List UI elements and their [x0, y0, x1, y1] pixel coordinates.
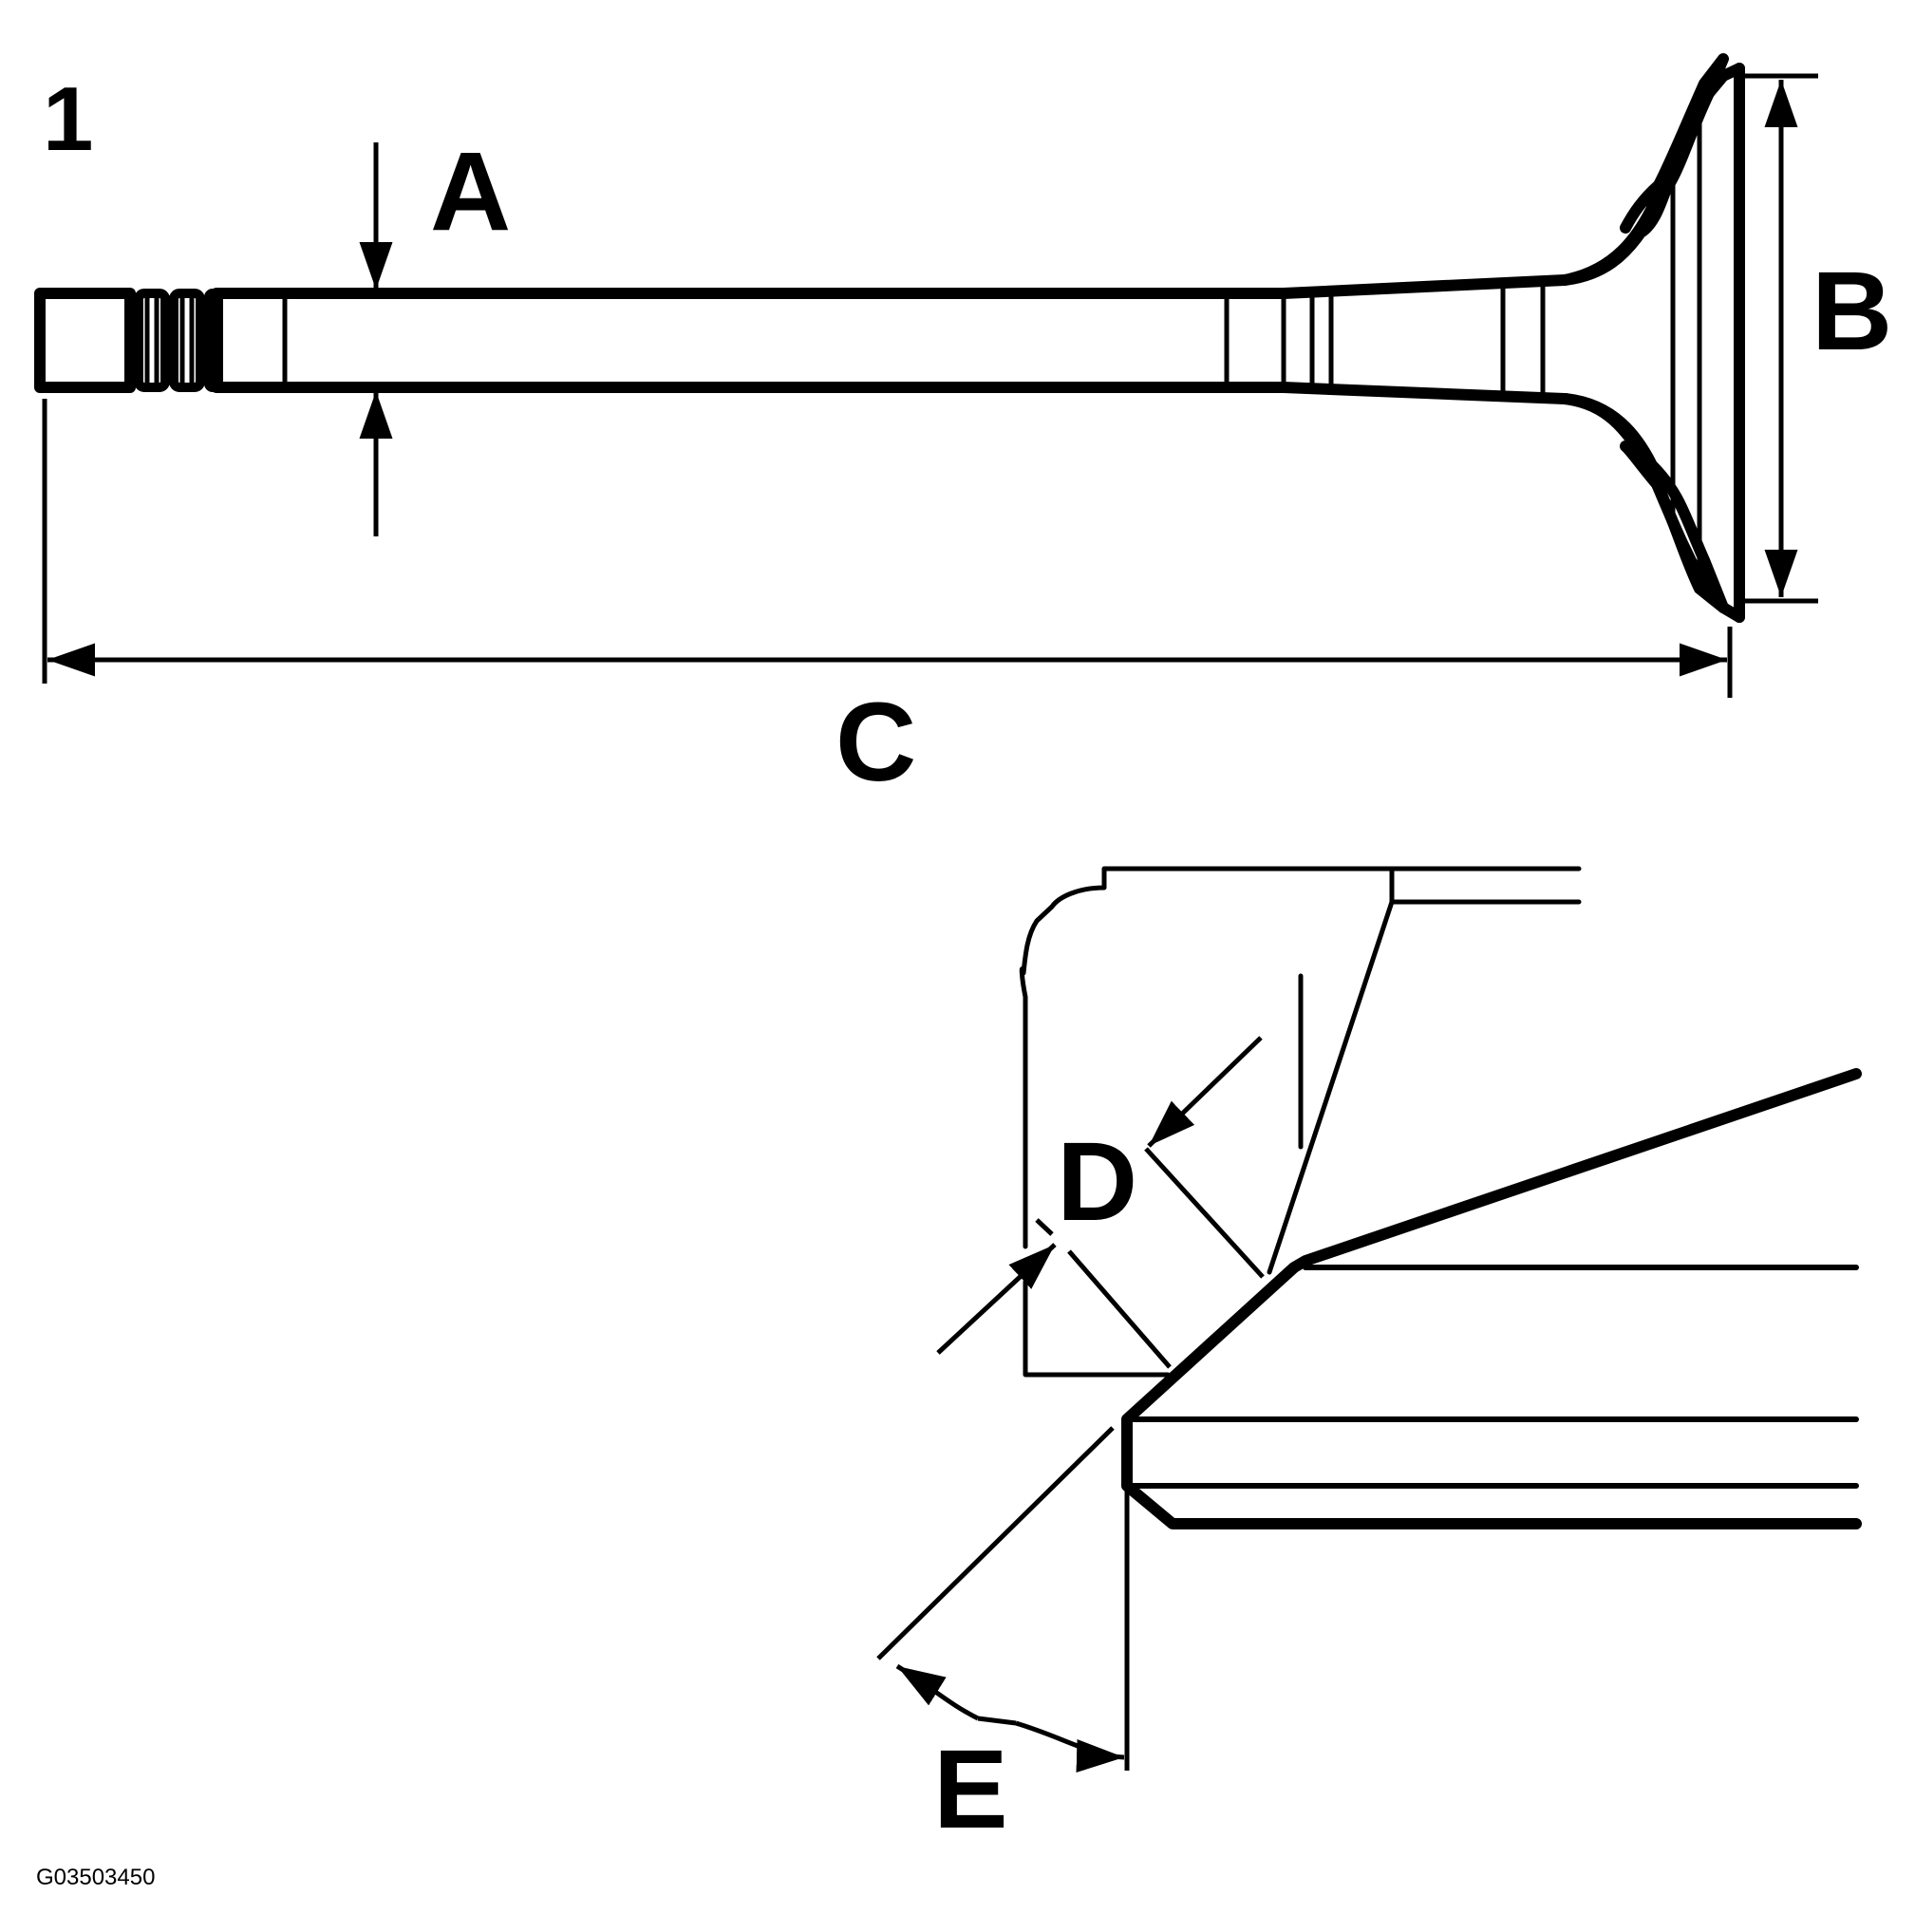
dimension-e: [876, 1426, 1130, 1773]
label-c: C: [835, 680, 916, 805]
valve-keeper-grooves: [134, 289, 223, 392]
label-e: E: [933, 1727, 1008, 1852]
label-a: A: [430, 129, 511, 254]
valve-head-face: [1559, 63, 1745, 623]
image-code: G03503450: [36, 1865, 155, 1890]
valve-stem-marks: [282, 282, 1546, 396]
valve-groove-lines: [144, 291, 195, 390]
valve-stem-tip: [34, 288, 136, 393]
label-b: B: [1812, 249, 1892, 374]
valve-stem: [211, 288, 1289, 393]
cylinder-head-outline: [1019, 866, 1582, 1249]
label-d: D: [1057, 1119, 1137, 1245]
dimension-c: [42, 399, 1733, 698]
valve-seat-detail: [1019, 866, 1862, 1529]
valve-side-view: [34, 53, 1745, 623]
valve-stem-lines: [1124, 1265, 1859, 1489]
dimension-b: [1745, 73, 1818, 604]
dimension-d: [936, 1036, 1265, 1369]
valve-face-lines: [1670, 100, 1702, 578]
valve-face-contact: [1121, 1068, 1862, 1529]
figure-number: 1: [43, 68, 93, 170]
seat-inner-lines: [1023, 866, 1582, 1378]
